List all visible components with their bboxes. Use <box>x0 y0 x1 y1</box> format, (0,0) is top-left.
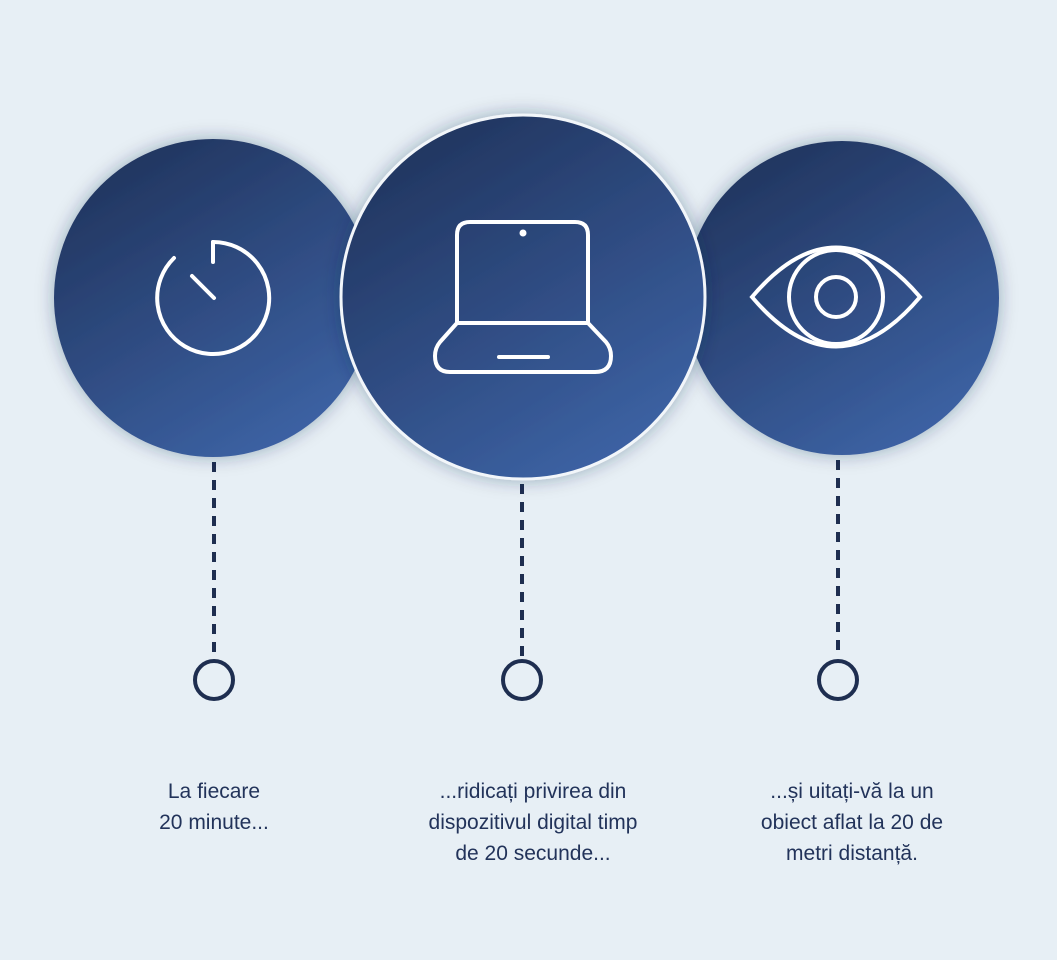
caption-line: metri distanță. <box>786 842 918 865</box>
step-circle-3 <box>685 141 999 455</box>
laptop-icon <box>433 220 613 374</box>
eye-icon <box>749 245 923 349</box>
node-1 <box>193 659 235 701</box>
caption-line: ...și uitați-vă la un <box>770 780 934 803</box>
node-2 <box>501 659 543 701</box>
caption-line: La fiecare <box>167 780 261 803</box>
step-circle-2 <box>339 113 707 481</box>
step-caption-3: ...și uitați-vă la un obiect aflat la 20… <box>702 776 1002 869</box>
caption-line: 20 minute... <box>159 811 269 834</box>
caption-line: obiect aflat la 20 de <box>760 811 944 834</box>
step-circle-1 <box>54 139 372 457</box>
caption-line: ...ridicați privirea din <box>439 780 627 803</box>
node-3 <box>817 659 859 701</box>
connectors <box>212 460 840 656</box>
timer-icon <box>155 239 272 356</box>
webcam-dot <box>519 229 527 237</box>
step-caption-2: ...ridicați privirea din dispozitivul di… <box>383 776 683 869</box>
caption-line: de 20 secunde... <box>455 842 611 865</box>
caption-line: dispozitivul digital timp <box>428 811 638 834</box>
step-caption-1: La fiecare 20 minute... <box>64 776 364 838</box>
